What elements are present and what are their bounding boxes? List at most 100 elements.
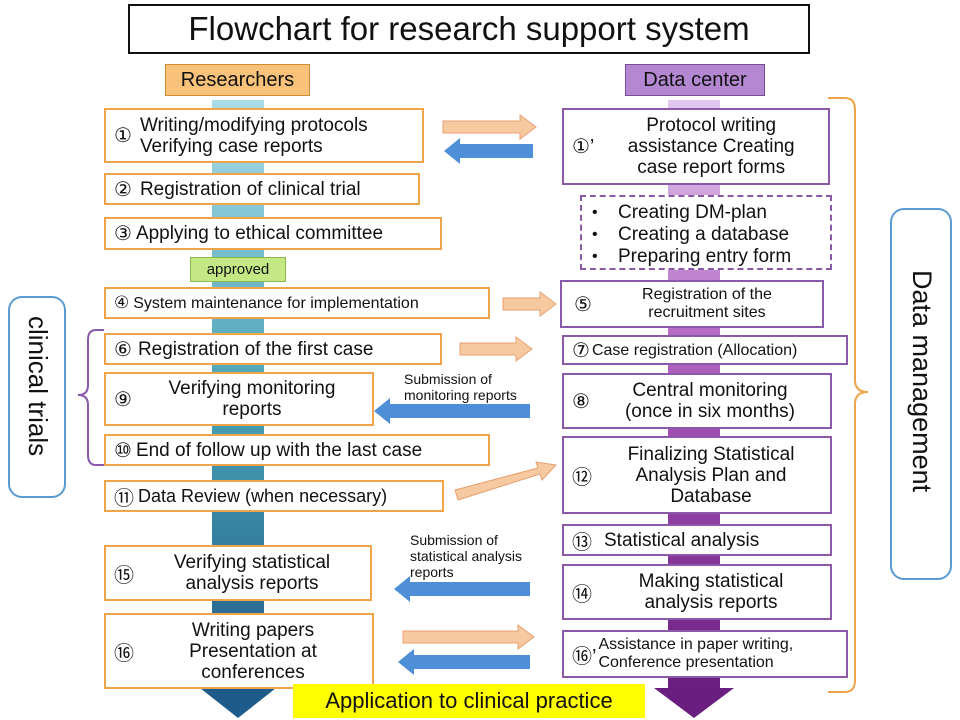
step-13-number: ⑬ <box>572 531 592 554</box>
step-12-line1: Finalizing Statistical <box>627 443 795 465</box>
step-8-number: ⑧ <box>572 390 590 413</box>
step-8-line2: (once in six months) <box>624 401 795 422</box>
step-1p-line1: Protocol writing <box>646 115 777 136</box>
step-1-line2: Verifying case reports <box>139 135 323 157</box>
step-16p-box: ⑯’ Assistance in paper writing, Conferen… <box>562 630 848 678</box>
step-14-line1: Making statistical <box>638 571 784 592</box>
step-15-line1: Verifying statistical <box>173 552 331 573</box>
arrow-left-16 <box>398 649 530 675</box>
step-16p-number: ⑯’ <box>572 645 597 668</box>
step-12-box: ⑫ Finalizing Statistical Analysis Plan a… <box>562 436 832 514</box>
step-2-text: Registration of clinical trial <box>139 178 361 200</box>
dm-item-entry-form: Preparing entry form <box>582 246 830 268</box>
step-11-box: ⑪ Data Review (when necessary) <box>104 480 444 512</box>
step-16p-line2: Conference presentation <box>598 654 774 671</box>
step-1p-line2: assistance Creating <box>627 136 795 157</box>
step-10-text: End of follow up with the last case <box>135 439 423 461</box>
step-5-line1: Registration of the <box>642 286 772 303</box>
step-13-box: ⑬ Statistical analysis <box>562 524 832 556</box>
step-5-box: ⑤ Registration of the recruitment sites <box>560 280 824 328</box>
step-16-line1: Writing papers <box>191 619 315 641</box>
step-9-number: ⑨ <box>114 388 132 411</box>
researchers-header: Researchers <box>165 64 310 96</box>
step-3-number: ③ <box>114 223 132 245</box>
arrow-right-5 <box>502 291 557 317</box>
step-1-box: ① Writing/modifying protocols Verifying … <box>104 108 424 163</box>
statistical-note-line3: reports <box>410 564 454 580</box>
step-12-line3: Database <box>670 485 752 507</box>
monitoring-note-line1: Submission of <box>404 371 492 387</box>
monitoring-note-line2: monitoring reports <box>404 387 517 403</box>
step-1-line1: Writing/modifying protocols <box>139 114 368 136</box>
step-8-line1: Central monitoring <box>632 380 788 401</box>
data-management-brace <box>828 97 869 693</box>
step-14-number: ⑭ <box>572 583 592 606</box>
arrow-left-1 <box>444 138 533 164</box>
step-12-number: ⑫ <box>572 466 592 489</box>
step-5-number: ⑤ <box>574 293 592 316</box>
arrow-left-9 <box>374 398 530 424</box>
step-1p-box: ①’ Protocol writing assistance Creating … <box>562 108 830 185</box>
clinical-trials-label-box: clinical trials <box>8 296 66 498</box>
step-7-number: ⑦ <box>572 339 590 362</box>
step-4-number: ④ <box>114 293 130 312</box>
arrow-right-7 <box>459 336 533 362</box>
arrow-left-15 <box>394 576 530 602</box>
step-4-box: ④ System maintenance for implementation <box>104 287 490 319</box>
approved-badge: approved <box>190 257 286 282</box>
step-7-box: ⑦ Case registration (Allocation) <box>562 335 848 365</box>
step-16-number: ⑯ <box>114 642 134 665</box>
monitoring-submission-note: Submission of monitoring reports <box>404 371 554 403</box>
arrow-right-16 <box>402 624 535 650</box>
data-center-header: Data center <box>625 64 765 96</box>
arrow-right-1 <box>442 114 537 140</box>
step-15-number: ⑮ <box>114 564 134 587</box>
step-4-text: System maintenance for implementation <box>133 294 419 312</box>
step-5-line2: recruitment sites <box>648 304 766 321</box>
step-9-line2: reports <box>222 399 282 420</box>
page-title: Flowchart for research support system <box>128 4 810 54</box>
step-2-number: ② <box>114 178 132 201</box>
step-9-line1: Verifying monitoring <box>168 378 336 399</box>
dm-tasks-box: Creating DM-plan Creating a database Pre… <box>580 195 832 270</box>
statistical-submission-note: Submission of statistical analysis repor… <box>410 532 560 580</box>
step-7-text: Case registration (Allocation) <box>591 341 798 359</box>
data-management-label-box: Data management <box>890 208 952 580</box>
step-10-box: ⑩ End of follow up with the last case <box>104 434 490 466</box>
step-2-box: ② Registration of clinical trial <box>104 173 420 205</box>
step-3-text: Applying to ethical committee <box>135 223 384 244</box>
researcher-flow-arrowhead <box>200 688 276 718</box>
step-16-box: ⑯ Writing papers Presentation at confere… <box>104 613 374 689</box>
step-15-box: ⑮ Verifying statistical analysis reports <box>104 545 372 601</box>
step-11-number: ⑪ <box>114 487 134 510</box>
arrow-diag-12 <box>454 461 558 501</box>
data-management-label: Data management <box>907 270 937 493</box>
step-12-line2: Analysis Plan and <box>635 464 787 486</box>
step-3-box: ③ Applying to ethical committee <box>104 217 442 250</box>
step-6-number: ⑥ <box>114 338 132 361</box>
step-10-number: ⑩ <box>114 439 132 462</box>
step-14-box: ⑭ Making statistical analysis reports <box>562 564 832 620</box>
step-13-text: Statistical analysis <box>604 529 760 551</box>
step-11-text: Data Review (when necessary) <box>138 485 388 506</box>
datacenter-flow-arrowhead <box>654 688 734 718</box>
statistical-note-line2: statistical analysis <box>410 548 523 564</box>
clinical-trials-brace <box>77 329 104 466</box>
step-14-line2: analysis reports <box>644 592 778 613</box>
dm-item-plan: Creating DM-plan <box>582 202 830 224</box>
clinical-trials-label: clinical trials <box>23 316 53 457</box>
step-15-line2: analysis reports <box>185 573 319 594</box>
statistical-note-line1: Submission of <box>410 532 498 548</box>
step-16-line3: conferences <box>201 661 305 683</box>
step-16-line2: Presentation at <box>189 640 317 662</box>
step-1-number: ① <box>114 125 132 147</box>
step-9-box: ⑨ Verifying monitoring reports <box>104 372 374 426</box>
step-1p-number: ①’ <box>572 136 595 158</box>
step-6-box: ⑥ Registration of the first case <box>104 333 442 365</box>
step-1p-line3: case report forms <box>637 157 786 178</box>
step-8-box: ⑧ Central monitoring (once in six months… <box>562 373 832 429</box>
dm-item-database: Creating a database <box>582 224 830 246</box>
step-6-text: Registration of the first case <box>137 338 374 360</box>
application-banner: Application to clinical practice <box>293 684 645 718</box>
step-16p-line1: Assistance in paper writing, <box>598 636 794 653</box>
